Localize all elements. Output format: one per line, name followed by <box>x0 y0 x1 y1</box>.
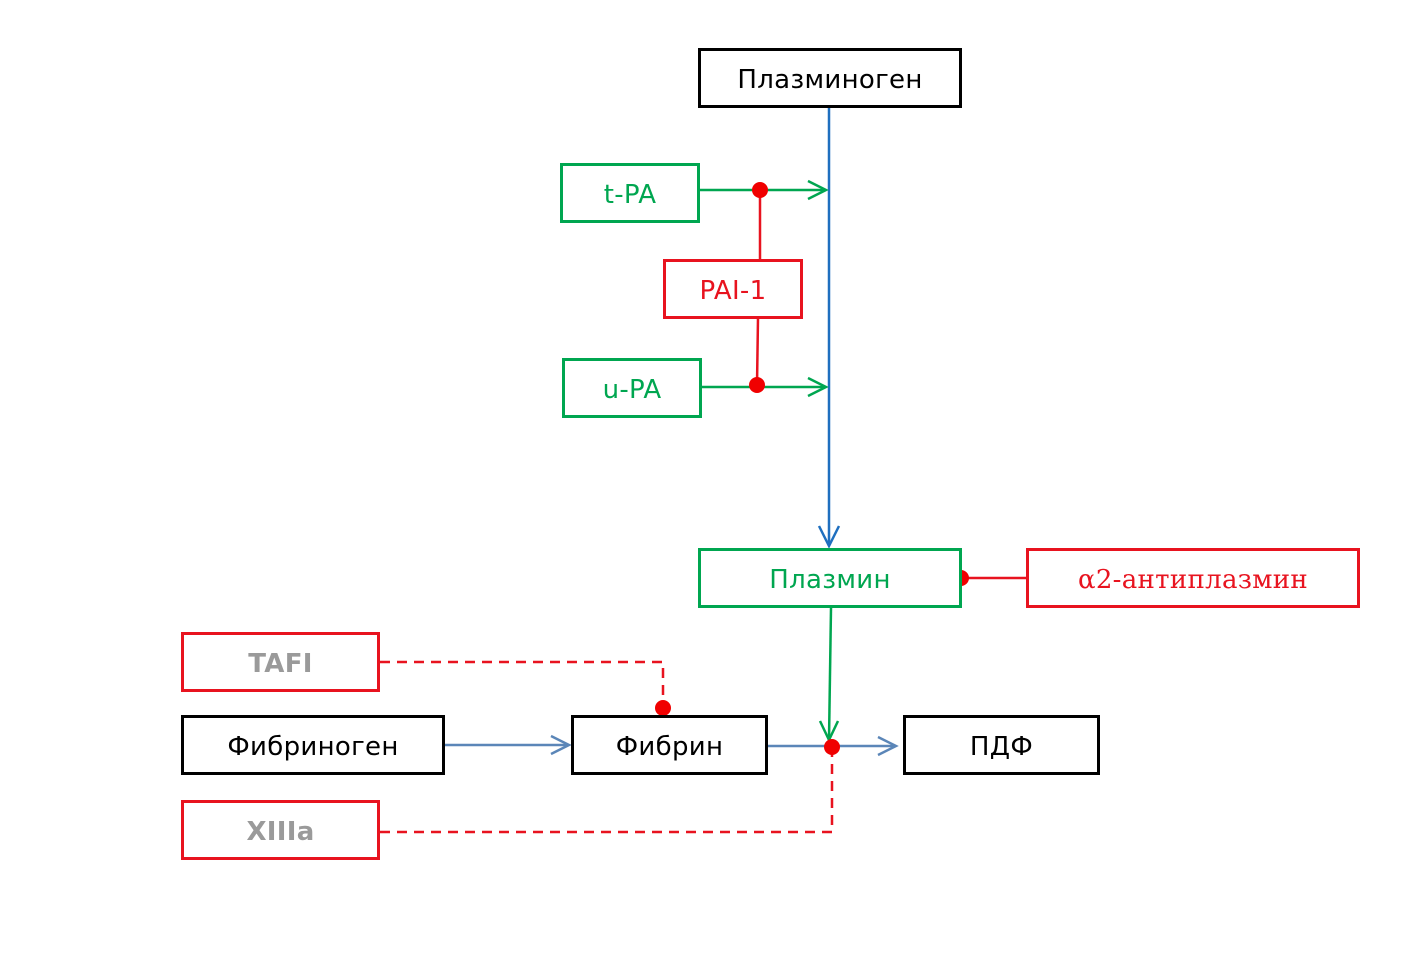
xiiia-inhibition-dashed-line <box>380 748 834 834</box>
fibrin-label: Фибрин <box>615 732 724 762</box>
antiplasmin-box: α2-антиплазмин <box>1026 548 1360 608</box>
plasmin-box: Плазмин <box>698 548 962 608</box>
upa-label: u-PA <box>602 375 662 405</box>
pai1-box: PAI-1 <box>663 259 803 319</box>
pdf-box: ПДФ <box>903 715 1100 775</box>
tpa-label: t-PA <box>603 180 657 210</box>
pai1-upa-inhibition-dot <box>749 377 765 393</box>
tafi-inhibition-dashed-line <box>380 660 665 708</box>
pdf-label: ПДФ <box>969 732 1034 762</box>
upa-activation-arrowhead <box>807 376 829 398</box>
tafi-label: TAFI <box>248 649 313 679</box>
plasmin-to-lysis-arrow <box>827 607 833 741</box>
plasminogen-to-plasmin-arrowhead <box>817 525 841 549</box>
tafi-inhibition-dot <box>655 700 671 716</box>
xiiia-box: XIIIa <box>181 800 380 860</box>
antiplasmin-label: α2-антиплазмин <box>1077 565 1309 595</box>
pai1-label: PAI-1 <box>699 276 767 306</box>
fibrin-box: Фибрин <box>571 715 768 775</box>
pai1-tpa-inhibition-dot <box>752 182 768 198</box>
plasminogen-label: Плазминоген <box>737 65 923 95</box>
lysis-inhibition-dot <box>824 739 840 755</box>
tafi-box: TAFI <box>181 632 380 692</box>
plasmin-label: Плазмин <box>769 565 891 595</box>
fibrinogen-box: Фибриноген <box>181 715 445 775</box>
plasminogen-box: Плазминоген <box>698 48 962 108</box>
fibrinogen-to-fibrin-arrowhead <box>550 734 572 756</box>
fibrin-to-pdf-arrowhead <box>877 735 899 757</box>
pai1-inhibits-upa-line <box>755 317 760 386</box>
fibrinogen-label: Фибриноген <box>227 732 399 762</box>
tpa-activation-arrowhead <box>807 179 829 201</box>
upa-box: u-PA <box>562 358 702 418</box>
tpa-box: t-PA <box>560 163 700 223</box>
xiiia-label: XIIIa <box>246 817 315 847</box>
